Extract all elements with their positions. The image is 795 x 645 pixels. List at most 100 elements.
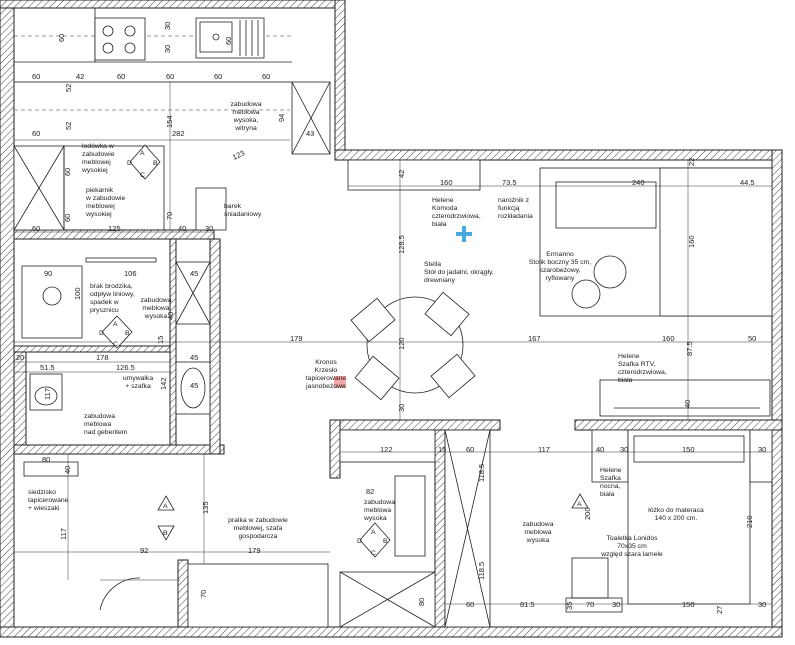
dim: 52 (64, 84, 73, 92)
view-markers: A D B C A D B C A D B C A B A (99, 144, 589, 558)
dim: 60 (166, 72, 174, 81)
dim: 128.5 (397, 235, 406, 254)
dim: 30 (163, 22, 172, 30)
wall-bath-mid (13, 345, 171, 353)
svg-text:A: A (371, 529, 376, 536)
dim: 30 (163, 45, 172, 53)
dim: 167 (528, 334, 541, 343)
dim: 282 (172, 129, 185, 138)
dim: 52 (64, 122, 73, 130)
dim: 70 (165, 212, 174, 220)
dim: 90 (44, 269, 52, 278)
dim: 70 (199, 590, 208, 598)
wardrobe-top (339, 429, 436, 463)
label-umywalka: umywalka+ szafka (123, 375, 153, 390)
dimension-texts: 60 30 60 30 60 42 60 60 60 60 52 52 154 … (16, 22, 766, 614)
svg-text:B: B (153, 160, 158, 167)
dim: 40 (63, 466, 72, 474)
bed (627, 429, 751, 605)
dim: 30 (397, 404, 406, 412)
dim: 179 (248, 546, 261, 555)
walls (0, 0, 783, 638)
dim: 60 (117, 72, 125, 81)
svg-text:A: A (163, 503, 168, 510)
wall-bed-corner (329, 419, 341, 479)
svg-text:C: C (113, 341, 118, 348)
svg-text:A: A (113, 321, 118, 328)
dim: 82 (366, 487, 374, 496)
dim: 210 (745, 515, 754, 528)
wall-right-upper (771, 149, 783, 431)
wall-bath-right (209, 238, 221, 455)
dim: 60 (224, 37, 233, 45)
dim: 160 (687, 235, 696, 248)
svg-text:D: D (99, 330, 104, 337)
wall-top-living (334, 149, 783, 161)
dim: 117 (538, 445, 550, 454)
highlight-mark (334, 376, 346, 388)
dim: 118.5 (477, 464, 486, 482)
toilet (29, 373, 63, 411)
shower (21, 265, 83, 339)
dim: 40 (683, 400, 692, 408)
wall-bed-top-right (574, 419, 783, 431)
dim: 73.5 (502, 178, 517, 187)
dim: 60 (214, 72, 222, 81)
svg-text:C: C (371, 550, 376, 557)
dimension-lines (14, 81, 772, 605)
dim: 200 (583, 507, 592, 520)
dim: 60 (32, 224, 40, 233)
dim: 150 (682, 600, 695, 609)
nightstand-1 (591, 429, 629, 483)
dim: 45 (190, 269, 198, 278)
dim: 30 (758, 600, 766, 609)
cooktop (94, 17, 146, 61)
dim: 178 (96, 353, 109, 362)
cross-icon (456, 226, 472, 242)
dim: 60 (32, 72, 40, 81)
laundry-cabinet (187, 563, 329, 628)
dim: 30 (205, 224, 213, 233)
wall-entry-small (177, 559, 189, 628)
dim: 118.5 (477, 562, 486, 580)
dim: 60 (466, 600, 474, 609)
dim: 15 (156, 336, 165, 344)
dim: 60 (466, 445, 474, 454)
side-table-1 (593, 255, 627, 289)
dim: 45 (190, 381, 198, 390)
dim: 120 (397, 337, 406, 350)
entry (23, 461, 329, 628)
svg-text:B: B (163, 530, 168, 537)
chair-2 (424, 291, 470, 337)
dim: 94 (277, 114, 286, 122)
wall-bed-top-left (329, 419, 501, 431)
tv-cabinet (599, 379, 771, 417)
dim: 122 (380, 445, 393, 454)
dim: 117 (43, 388, 52, 400)
dim: 92 (140, 546, 148, 555)
dim: 123 (231, 148, 246, 161)
washbasin (175, 361, 211, 415)
dim: 160 (440, 178, 453, 187)
dim: 160 (662, 334, 675, 343)
breakfast-bar (195, 187, 227, 231)
chair-1 (350, 297, 396, 343)
dim: 117 (59, 528, 68, 540)
dim: 50 (748, 334, 756, 343)
dim: 44.5 (740, 178, 755, 187)
dim: 40 (596, 445, 604, 454)
